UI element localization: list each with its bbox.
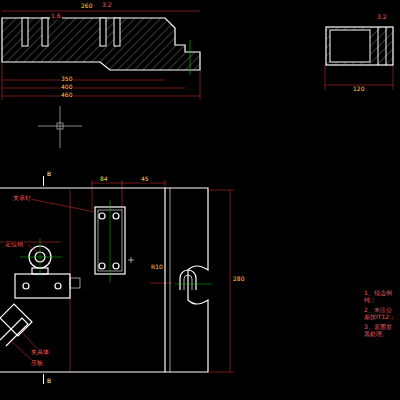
dimension-text: 压板 — [30, 360, 44, 367]
center-lines — [20, 200, 212, 284]
dimension-text: B — [46, 378, 52, 385]
leader-lines — [10, 199, 95, 364]
dimension-text: 260 — [80, 3, 93, 10]
dimension-text: 280 — [232, 276, 245, 283]
side-view — [326, 27, 393, 65]
dimension-text: 350 — [60, 76, 73, 83]
dimension-text: 夹具体 — [30, 349, 50, 356]
technical-note: 2、未注公差按IT12； — [363, 307, 397, 321]
crosshair — [38, 106, 82, 148]
section-view — [2, 18, 200, 75]
dimension-text: 400 — [60, 84, 73, 91]
plan-view — [0, 188, 208, 372]
dimension-text: 45 — [140, 176, 150, 183]
dimension-text: 84 — [99, 176, 109, 183]
technical-note: 1、锐边倒钝； — [363, 290, 397, 304]
dimension-text: 3.2 — [376, 14, 388, 21]
dimension-text: 120 — [352, 86, 365, 93]
dimension-text: 1.6 — [50, 13, 62, 20]
dimension-text: R10 — [150, 264, 164, 271]
technical-note: 3、表面发黑处理。 — [363, 324, 397, 338]
dimension-text: 定位销 — [4, 241, 24, 248]
dimension-text: 支承钉 — [12, 195, 32, 202]
dimension-text: 3.2 — [101, 2, 113, 9]
dimension-text: 460 — [60, 92, 73, 99]
dimension-text: B — [46, 171, 52, 178]
dimension-lines — [0, 11, 393, 372]
